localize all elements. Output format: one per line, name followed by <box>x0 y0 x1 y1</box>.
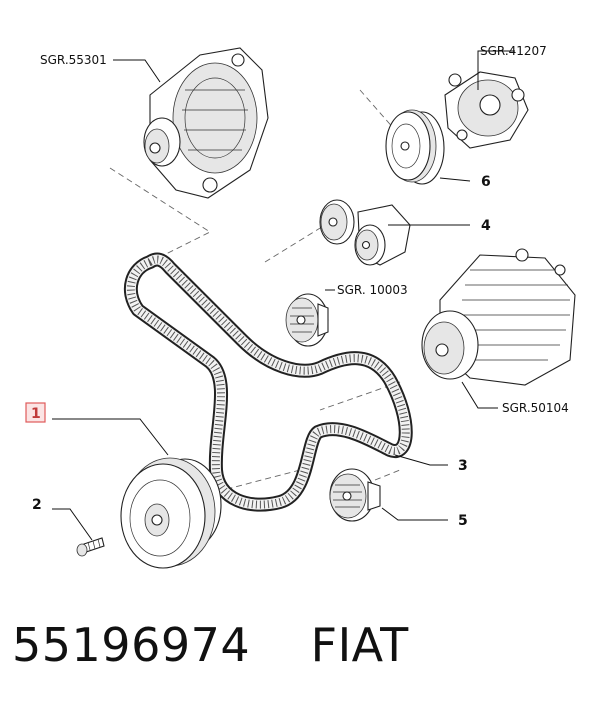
callout-idler: SGR. 10003 <box>337 283 408 297</box>
part-number: 55196974 <box>12 618 251 672</box>
leader-lines <box>52 50 515 541</box>
pulley-6-drawing <box>385 109 445 185</box>
callout-number-4: 4 <box>481 218 491 234</box>
poly-v-belt-drawing <box>123 252 413 512</box>
bolt-2-drawing <box>76 537 105 557</box>
callout-alternator: SGR.55301 <box>40 53 107 67</box>
callout-steering-pump: SGR.41207 <box>480 44 547 58</box>
crank-pulley-1-drawing <box>120 457 222 569</box>
idler-pulley-drawing <box>285 293 329 347</box>
part-caption: 55196974 FIAT <box>12 618 409 672</box>
steering-pump-drawing <box>444 71 529 149</box>
brand-name: FIAT <box>310 618 409 672</box>
callout-number-5: 5 <box>458 513 468 529</box>
tensioner-4-drawing <box>319 199 411 266</box>
compressor-drawing <box>421 248 576 386</box>
callout-number-2: 2 <box>32 497 42 513</box>
highlight-box <box>25 402 46 423</box>
alternator-drawing <box>143 47 269 199</box>
pulley-5-drawing <box>329 468 381 522</box>
callout-number-3: 3 <box>458 458 468 474</box>
callout-number-1: 1 <box>31 406 41 422</box>
callout-number-6: 6 <box>481 174 491 190</box>
callout-compressor: SGR.50104 <box>502 401 569 415</box>
